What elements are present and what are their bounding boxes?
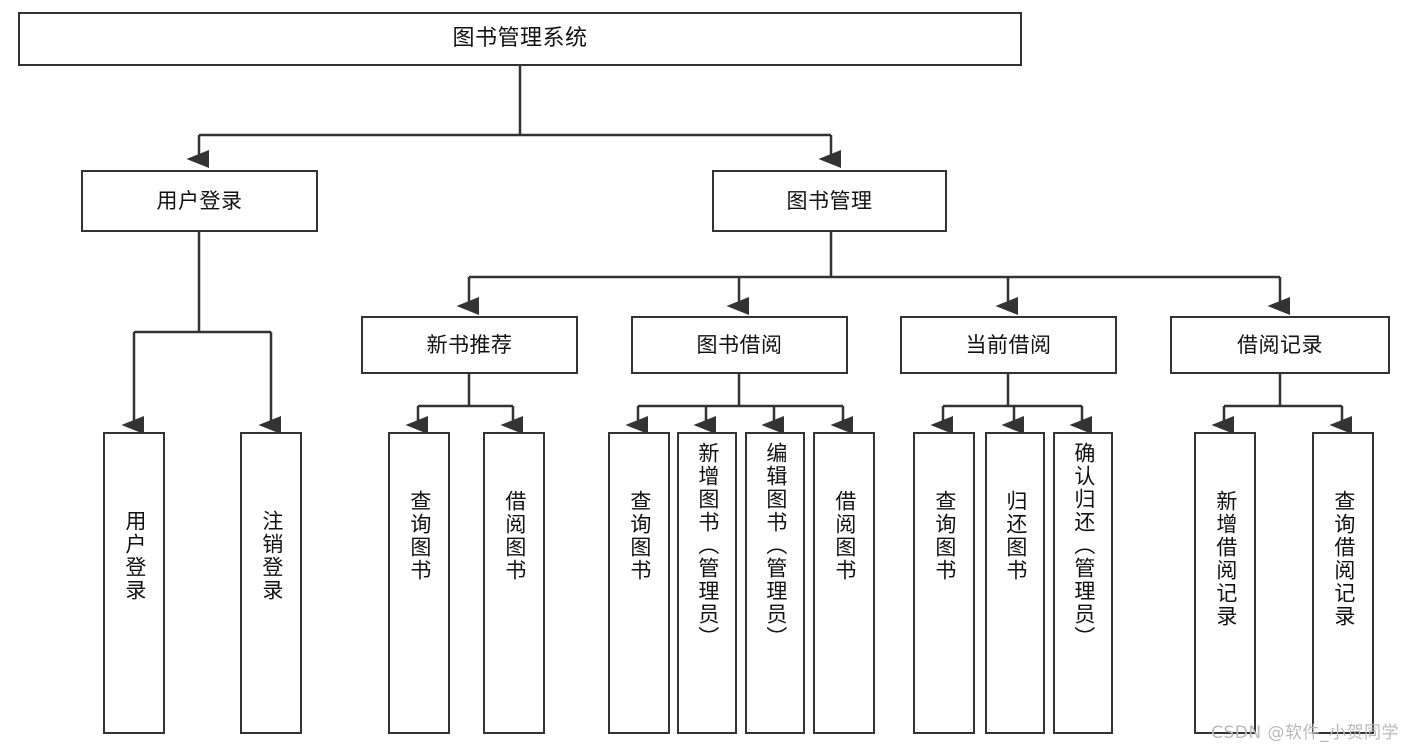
leaf-query-book-borrow[interactable]: 查询图书 [608, 432, 670, 734]
leaf-borrow-book[interactable]: 借阅图书 [813, 432, 875, 734]
leaf-query-borrow-record[interactable]: 查询借阅记录 [1312, 432, 1374, 734]
node-label: 确认归还（管理员） [1071, 442, 1096, 649]
node-label: 图书管理系统 [452, 26, 588, 52]
leaf-edit-book-admin[interactable]: 编辑图书（管理员） [745, 432, 805, 734]
node-book-borrow[interactable]: 图书借阅 [631, 316, 848, 374]
node-current-borrow[interactable]: 当前借阅 [900, 316, 1117, 374]
node-label: 新书推荐 [426, 332, 513, 357]
node-label: 查询图书 [407, 490, 432, 582]
leaf-query-book-current[interactable]: 查询图书 [913, 432, 975, 734]
leaf-user-login[interactable]: 用户登录 [103, 432, 165, 734]
watermark: CSDN @软件_小贺同学 [1211, 723, 1399, 743]
node-label: 查询图书 [932, 490, 957, 582]
leaf-borrow-book-recommend[interactable]: 借阅图书 [483, 432, 545, 734]
node-user-login[interactable]: 用户登录 [81, 170, 318, 232]
node-label: 查询图书 [627, 490, 652, 582]
node-label: 编辑图书（管理员） [763, 442, 788, 649]
leaf-confirm-return-admin[interactable]: 确认归还（管理员） [1053, 432, 1113, 734]
node-label: 图书管理 [786, 188, 873, 213]
node-label: 新增借阅记录 [1213, 490, 1238, 628]
node-new-book-recommend[interactable]: 新书推荐 [361, 316, 578, 374]
node-root-system[interactable]: 图书管理系统 [18, 12, 1022, 66]
node-label: 新增图书（管理员） [695, 442, 720, 649]
node-label: 当前借阅 [965, 332, 1052, 357]
leaf-add-borrow-record[interactable]: 新增借阅记录 [1194, 432, 1256, 734]
node-label: 归还图书 [1003, 490, 1028, 582]
node-label: 用户登录 [122, 510, 147, 602]
leaf-add-book-admin[interactable]: 新增图书（管理员） [677, 432, 737, 734]
node-label: 用户登录 [156, 188, 243, 213]
leaf-query-book-recommend[interactable]: 查询图书 [388, 432, 450, 734]
node-label: 图书借阅 [696, 332, 783, 357]
node-borrow-record[interactable]: 借阅记录 [1170, 316, 1390, 374]
node-label: 借阅图书 [832, 490, 857, 582]
node-label: 借阅图书 [502, 490, 527, 582]
node-label: 注销登录 [259, 510, 284, 602]
node-book-management[interactable]: 图书管理 [712, 170, 947, 232]
leaf-return-book[interactable]: 归还图书 [985, 432, 1045, 734]
leaf-user-logout[interactable]: 注销登录 [240, 432, 302, 734]
node-label: 查询借阅记录 [1331, 490, 1356, 628]
node-label: 借阅记录 [1237, 332, 1323, 357]
